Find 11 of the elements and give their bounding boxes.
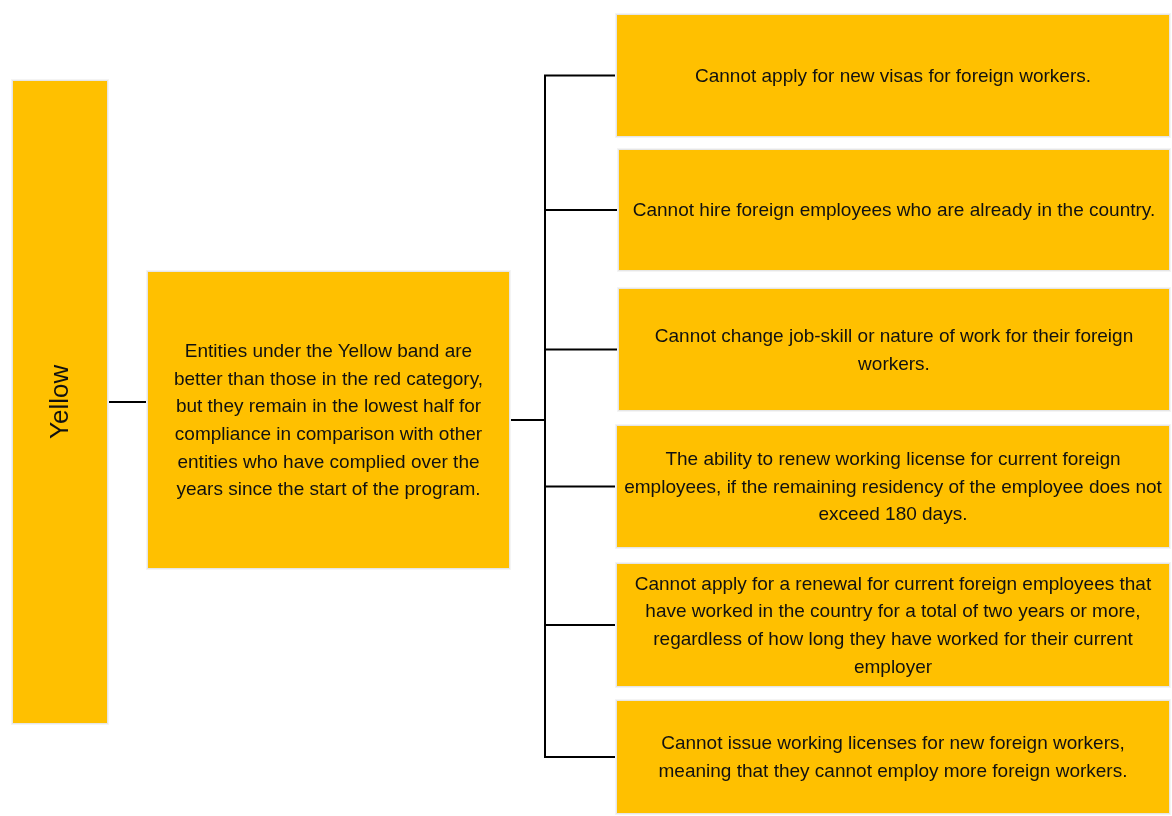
rule-text: Cannot apply for a renewal for current foreign employees that have worked in the country for a total of two years or more, regardless of how long they have worked for their current employer [633, 571, 1153, 679]
rule-text: Entities under the Yellow band are better than those in the red category, but they remain in the lowest half for compliance in comparison with other entities who have complied over the years since the start of the program. [172, 339, 485, 502]
category-band [12, 80, 108, 724]
description-box [147, 271, 510, 569]
rule-text: Cannot hire foreign employees who are already in the country. [632, 198, 1156, 223]
rule-text: Cannot apply for new visas for foreign workers. [695, 63, 1091, 88]
rule-text: The ability to renew working license for current foreign employees, if the remaining residency of the employee does not exceed 180 days. [623, 447, 1163, 527]
rule-text: Cannot change job-skill or nature of work for their foreign workers. [653, 323, 1135, 376]
connector-line [107, 401, 148, 403]
rule-text: Cannot issue working licenses for new foreign workers, meaning that they cannot employ more foreign workers. [657, 731, 1129, 783]
band-label: Yellow [43, 364, 76, 440]
